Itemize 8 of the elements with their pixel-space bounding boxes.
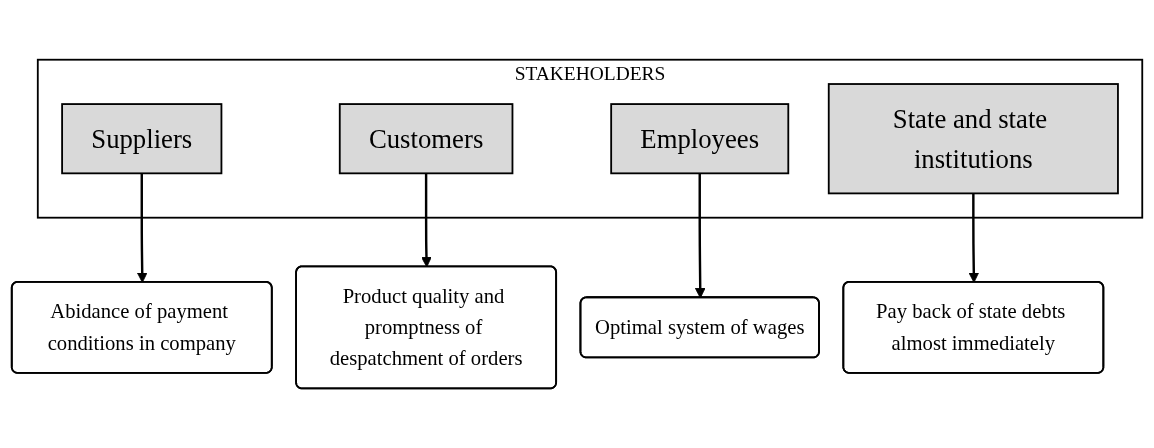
arrow (694, 173, 706, 299)
node-box: Suppliers (61, 103, 223, 175)
arrow (136, 173, 148, 283)
arrow (968, 193, 980, 283)
node-box: Customers (338, 103, 514, 175)
node-box: Employees (610, 103, 790, 175)
node-box: State and state institutions (827, 83, 1119, 195)
arrow (421, 173, 432, 268)
